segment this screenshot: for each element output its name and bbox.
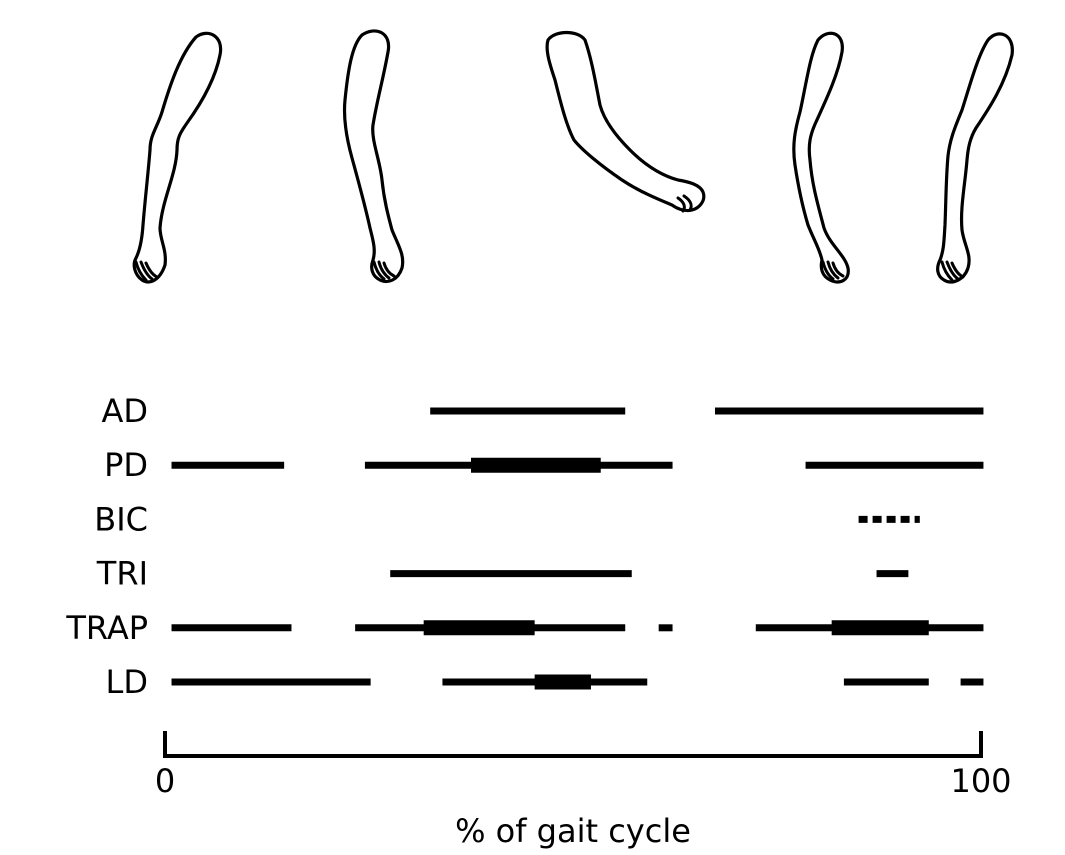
activation-bars [171,407,984,690]
muscle-label-ld: LD [106,663,148,701]
muscle-label-ad: AD [101,392,148,430]
x-axis-label: % of gait cycle [455,812,691,850]
arm-drawing-3 [545,30,706,213]
muscle-label-trap: TRAP [65,609,148,647]
arm-illustrations [132,29,1014,284]
arm-drawing-5 [936,32,1014,284]
arm-drawing-1 [132,31,223,284]
x-axis: 0 100 % of gait cycle [155,731,1012,850]
muscle-label-bic: BIC [94,500,148,538]
arm-drawing-4 [792,31,850,284]
x-tick-label-100: 100 [950,762,1011,800]
muscle-labels: AD PD BIC TRI TRAP LD [65,392,148,701]
muscle-label-pd: PD [104,446,148,484]
arm-drawing-2 [342,29,405,284]
x-tick-label-0: 0 [155,762,175,800]
muscle-label-tri: TRI [96,555,148,593]
